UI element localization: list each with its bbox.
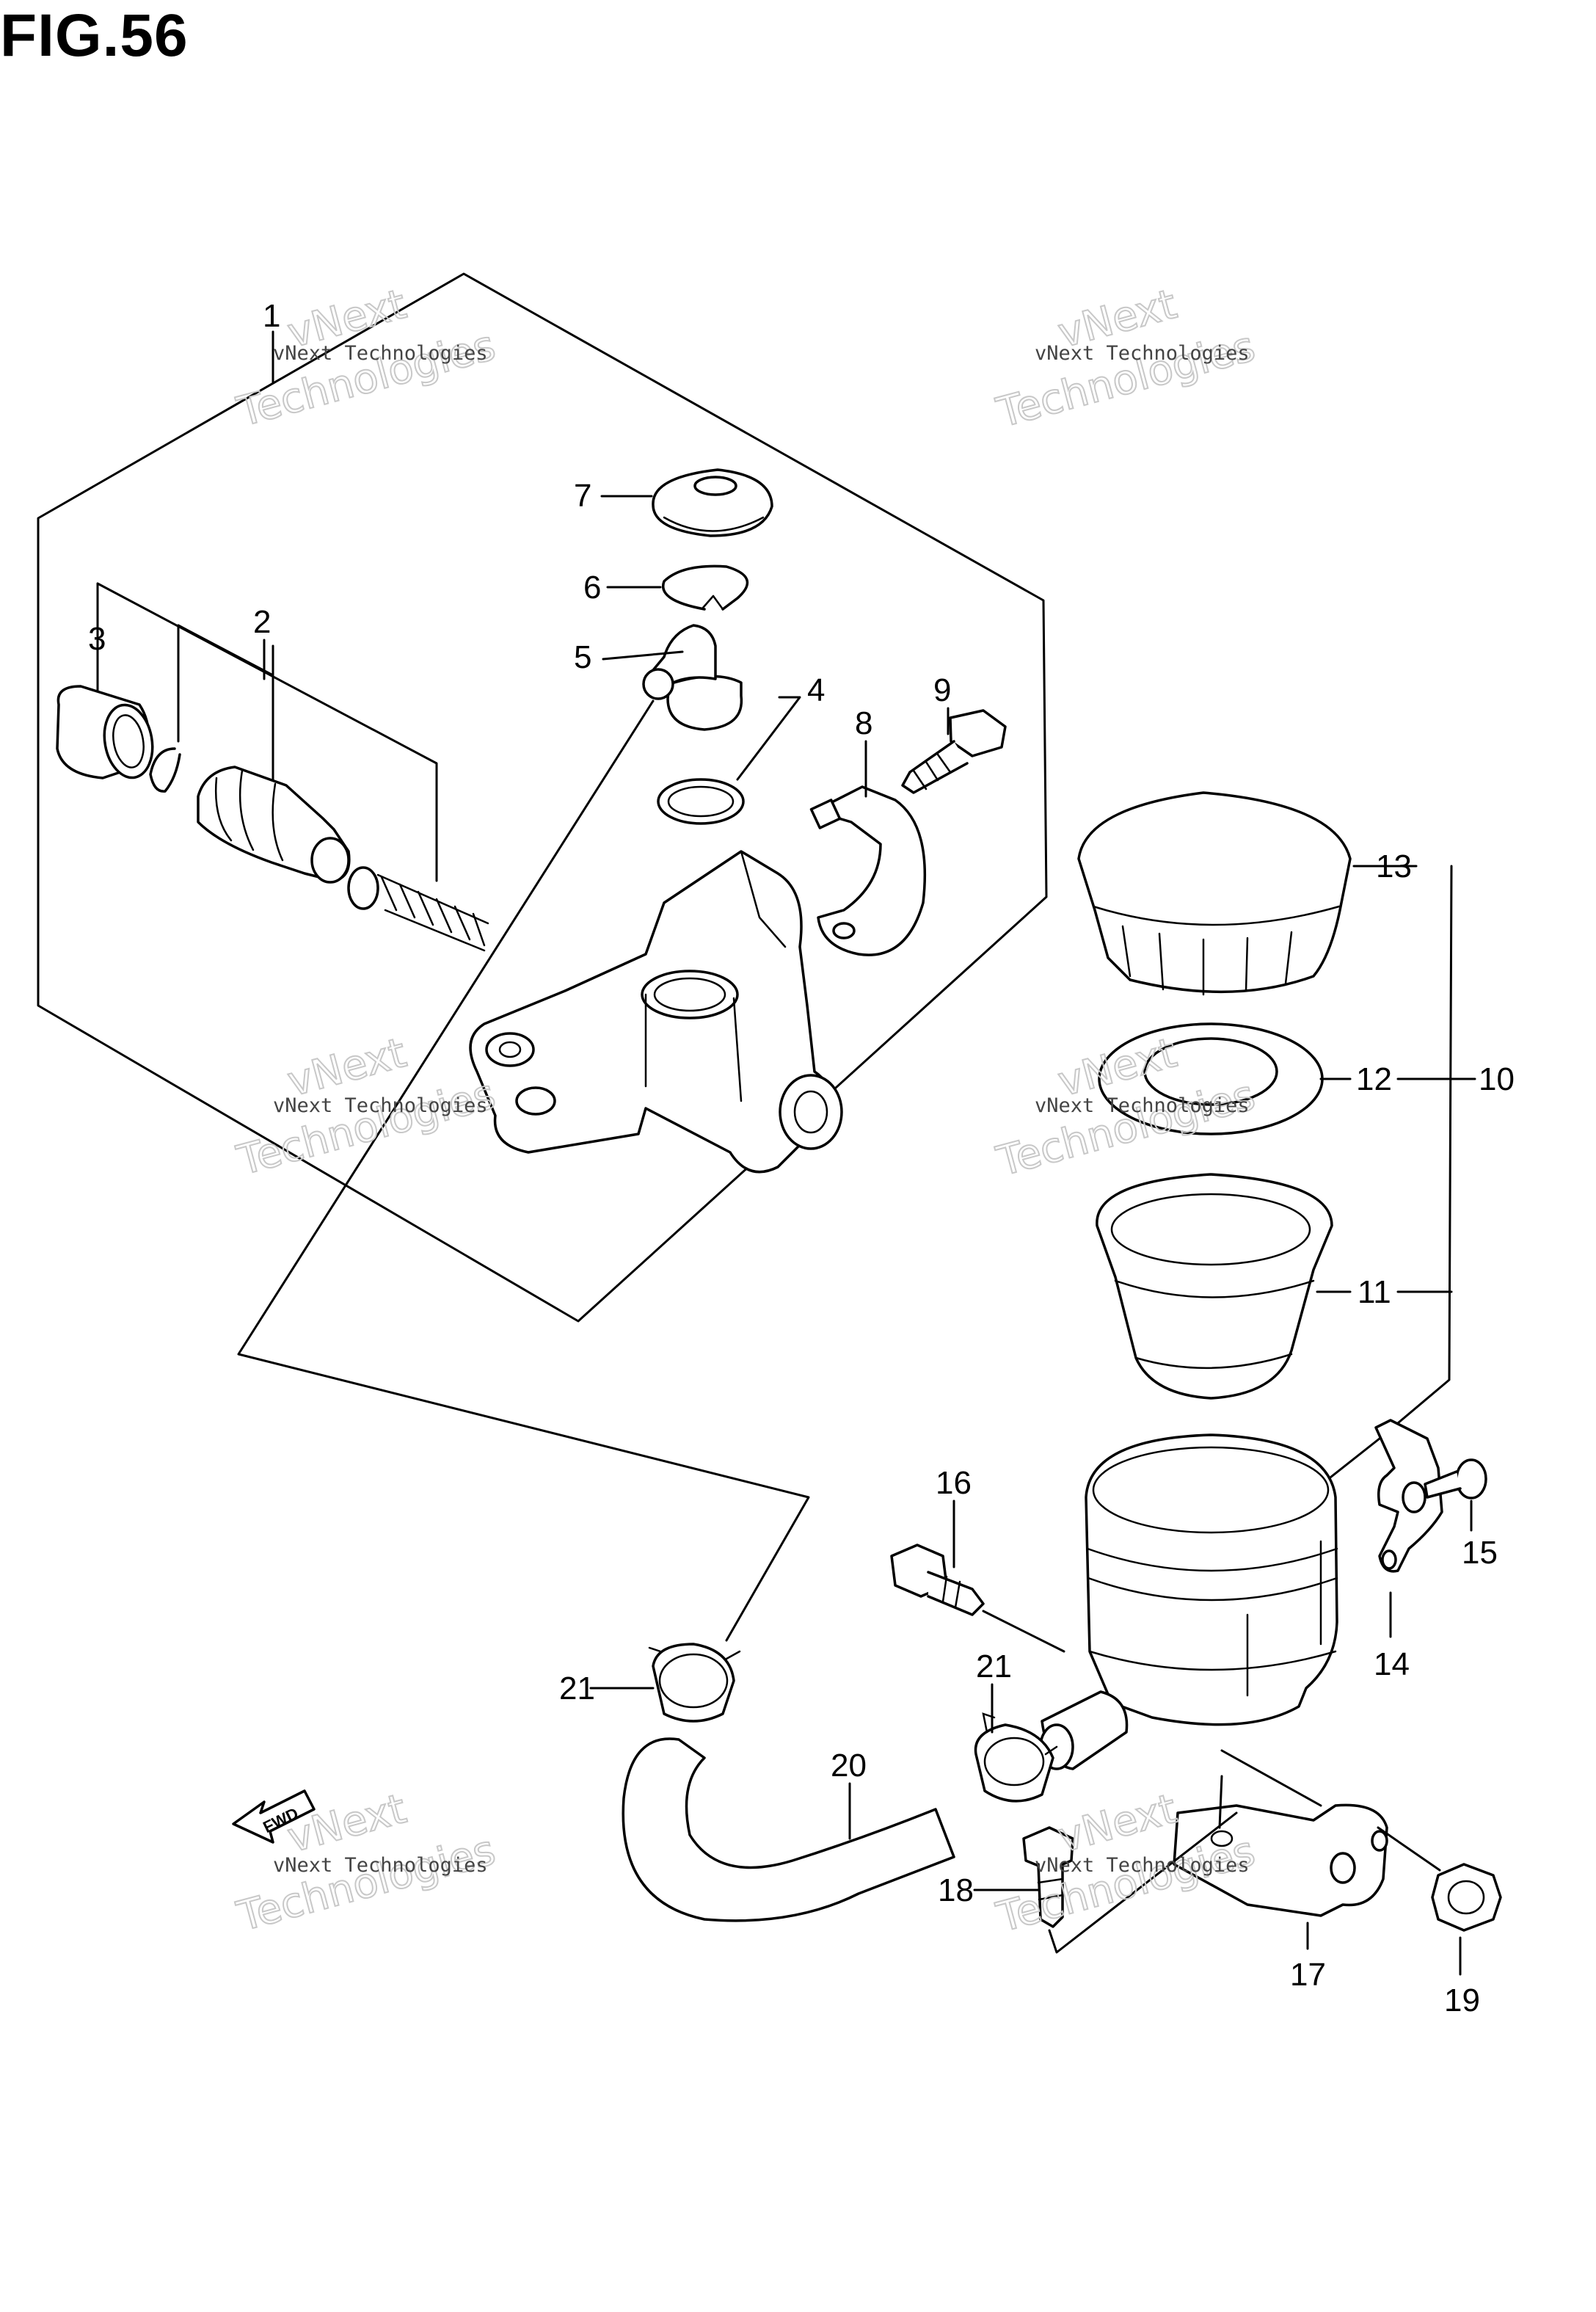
svg-text:Technologies: Technologies: [232, 1070, 500, 1185]
callout-5: 5: [574, 639, 591, 675]
leader-2-bracket: [177, 624, 274, 787]
part-14-bracket: [1374, 1419, 1443, 1573]
leader-19: [1377, 1826, 1441, 1872]
leader-5: [602, 650, 684, 661]
leader-13-10: [1308, 865, 1453, 1495]
part-9-bolt: [901, 709, 1007, 794]
part-13-reservoir-cap: [1077, 791, 1352, 996]
part-4-oring: [657, 778, 745, 825]
callout-6: 6: [583, 570, 601, 606]
callout-4: 4: [807, 672, 825, 708]
part-3-boot: [56, 685, 154, 779]
callout-16: 16: [936, 1465, 972, 1501]
leader-4: [736, 696, 801, 781]
figure-title: FIG.56: [0, 2, 189, 69]
part-18-bolt: [1022, 1826, 1074, 1928]
callout-10: 10: [1479, 1061, 1515, 1097]
part-19-nut: [1431, 1863, 1502, 1932]
callout-21-right: 21: [976, 1648, 1012, 1684]
part-17-reservoir-bracket: [1173, 1803, 1388, 1917]
svg-text:vNext Technologies: vNext Technologies: [273, 1854, 488, 1877]
callout-21-left: 21: [559, 1671, 595, 1706]
svg-text:vNext Technologies: vNext Technologies: [273, 342, 488, 365]
callout-2: 2: [253, 604, 271, 640]
callout-9: 9: [933, 672, 951, 708]
watermark-middle-left: vNext Technologies vNext Technologies: [231, 1028, 500, 1185]
callout-11: 11: [1358, 1274, 1391, 1310]
leader-17: [1218, 1749, 1322, 1950]
part-21-clamp-right: [974, 1712, 1058, 1803]
part-8-clamp: [809, 785, 926, 956]
callout-12: 12: [1356, 1061, 1392, 1097]
callout-17: 17: [1290, 1957, 1326, 1993]
callout-7: 7: [574, 478, 591, 514]
callout-1: 1: [263, 298, 280, 334]
part-2-spring: [347, 866, 489, 952]
svg-text:Technologies: Technologies: [232, 1826, 500, 1941]
part-5-elbow-nipple: [642, 624, 743, 731]
part-6-circlip: [662, 564, 749, 611]
part-11-diaphragm: [1096, 1173, 1333, 1400]
callout-3: 3: [88, 621, 106, 657]
leader-18b: [1048, 1811, 1238, 1954]
part-21-clamp-left: [648, 1643, 741, 1723]
callout-18: 18: [938, 1872, 974, 1908]
svg-text:vNext Technologies: vNext Technologies: [1035, 1094, 1250, 1117]
svg-text:vNext Technologies: vNext Technologies: [1035, 1854, 1250, 1877]
reservoir-body: [1039, 1433, 1338, 1770]
svg-text:vNext Technologies: vNext Technologies: [273, 1094, 488, 1117]
part-2-snap-ring: [149, 747, 181, 793]
callout-8: 8: [855, 705, 872, 741]
callout-20: 20: [831, 1748, 867, 1784]
part-15-screw: [1424, 1458, 1487, 1499]
watermark-top-right: vNext Technologies vNext Technologies: [991, 280, 1261, 438]
part-20-hose: [622, 1737, 955, 1922]
leader-16b: [982, 1610, 1065, 1653]
callout-14: 14: [1374, 1646, 1410, 1682]
part-7-cap: [652, 468, 773, 537]
part-16-bolt: [890, 1544, 985, 1616]
part-12-plate: [1098, 1022, 1324, 1135]
callout-15: 15: [1462, 1535, 1498, 1571]
leader-5-hose: [237, 699, 810, 1642]
callout-19: 19: [1444, 1982, 1480, 2018]
master-cylinder-body: [469, 850, 843, 1174]
part-2-piston: [197, 766, 351, 884]
svg-text:vNext Technologies: vNext Technologies: [1035, 342, 1250, 365]
assembly-frame: [37, 272, 1048, 1323]
callout-13: 13: [1376, 848, 1412, 884]
